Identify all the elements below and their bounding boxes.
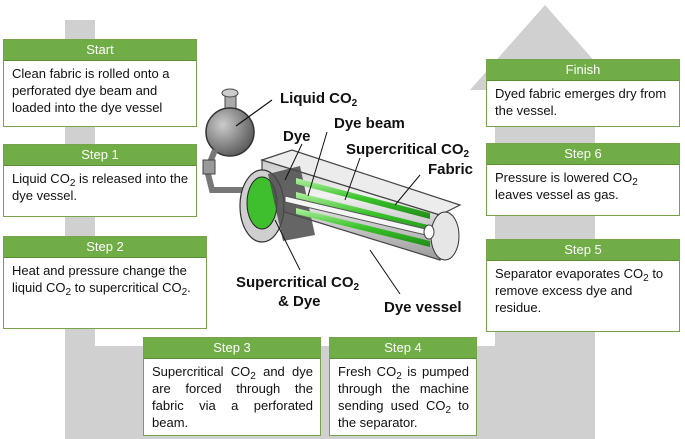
step-header: Step 6 [487,144,679,165]
step-box-4: Step 4 Fresh CO2 is pumped through the m… [329,337,477,436]
subscript: 2 [463,149,470,160]
subscript: 2 [445,405,452,416]
label-dye-vessel: Dye vessel [384,299,462,316]
step-text: . [187,280,191,295]
step-text: is released into the dye vessel. [12,171,189,203]
step-text: Supercritical CO [152,364,251,379]
tank-pointer [235,99,273,127]
step-description: Heat and pressure change the liquid CO2 … [4,258,206,298]
subscript: 2 [250,371,256,382]
step-text: Liquid CO [12,171,70,186]
pointer-dye-beam [307,131,328,197]
label-liquid-co2-text: Liquid CO [280,90,352,107]
step-text: Separator evaporates CO [495,266,644,281]
fabric-stripe-3 [296,208,430,247]
subscript: 2 [351,98,358,109]
label-supercritical-co2-text: Supercritical CO [346,141,464,158]
step-box-5: Step 5 Separator evaporates CO2 to remov… [486,239,680,332]
label-supercritical-dye-2: & Dye [278,293,321,310]
step-text: to supercritical CO [71,280,182,295]
label-dye-beam: Dye beam [334,115,405,132]
label-dye: Dye [283,128,311,145]
step-description: Liquid CO2 is released into the dye vess… [4,166,196,204]
step-header: Step 1 [4,145,196,166]
step-text: Clean fabric is rolled onto a perforated… [12,66,170,115]
pointer-fabric [394,174,421,206]
pipe-valve [202,159,216,175]
pointer-sc-dye [274,219,301,271]
tank-sphere [205,107,255,157]
step-description: Clean fabric is rolled onto a perforated… [4,61,196,116]
step-box-6: Step 6 Pressure is lowered CO2 leaves ve… [486,143,680,216]
subscript: 2 [181,287,188,298]
step-text: Pressure is lowered CO [495,170,633,185]
step-box-1: Step 1 Liquid CO2 is released into the d… [3,144,197,217]
pointer-vessel [369,249,401,295]
step-text: is pumped through the machine sending us… [338,364,470,413]
step-text: Heat and pressure change the liquid CO [12,263,187,295]
step-description: Supercritical CO2 and dye are forced thr… [144,359,320,431]
label-liquid-co2: Liquid CO2 [280,90,358,109]
step-header: Start [4,40,196,61]
dye-beam-end [423,224,435,240]
step-description: Fresh CO2 is pumped through the machine … [330,359,476,431]
step-header: Step 2 [4,237,206,258]
pointer-supercritical [344,157,361,201]
tank-valve-cap [221,88,239,98]
step-text: leaves vessel as gas. [495,187,619,202]
step-text: Dyed fabric emerges dry from the vessel. [495,86,667,118]
label-supercritical-dye-1-text: Supercritical CO [236,274,354,291]
label-fabric: Fabric [428,161,474,178]
step-header: Step 3 [144,338,320,359]
subscript: 2 [643,273,649,284]
fabric-stripe-1 [296,178,430,219]
subscript: 2 [65,287,72,298]
subscript: 2 [632,177,638,188]
step-box-2: Step 2 Heat and pressure change the liqu… [3,236,207,329]
step-text: Fresh CO [338,364,397,379]
step-description: Dyed fabric emerges dry from the vessel. [487,81,679,119]
label-supercritical-co2: Supercritical CO2 [346,141,470,160]
step-text: to remove excess dye and residue. [495,266,664,315]
subscript: 2 [69,178,76,189]
subscript: 2 [396,371,402,382]
step-header: Step 4 [330,338,476,359]
liquid-co2-tank [202,88,273,193]
step-box-3: Step 3 Supercritical CO2 and dye are for… [143,337,321,436]
subscript: 2 [353,282,360,293]
dye-beam [284,195,435,240]
pointer-dye [284,143,303,181]
vessel-back-end [430,211,460,261]
label-supercritical-dye-1: Supercritical CO2 [236,274,360,293]
step-header: Step 5 [487,240,679,261]
step-box-start: Start Clean fabric is rolled onto a perf… [3,39,197,127]
vessel-top [260,149,462,216]
step-description: Pressure is lowered CO2 leaves vessel as… [487,165,679,203]
step-description: Separator evaporates CO2 to remove exces… [487,261,679,316]
step-text: and dye are forced through the fabric vi… [152,364,313,430]
step-text: to the separator. [338,398,469,430]
step-box-finish: Finish Dyed fabric emerges dry from the … [486,59,680,127]
step-header: Finish [487,60,679,81]
